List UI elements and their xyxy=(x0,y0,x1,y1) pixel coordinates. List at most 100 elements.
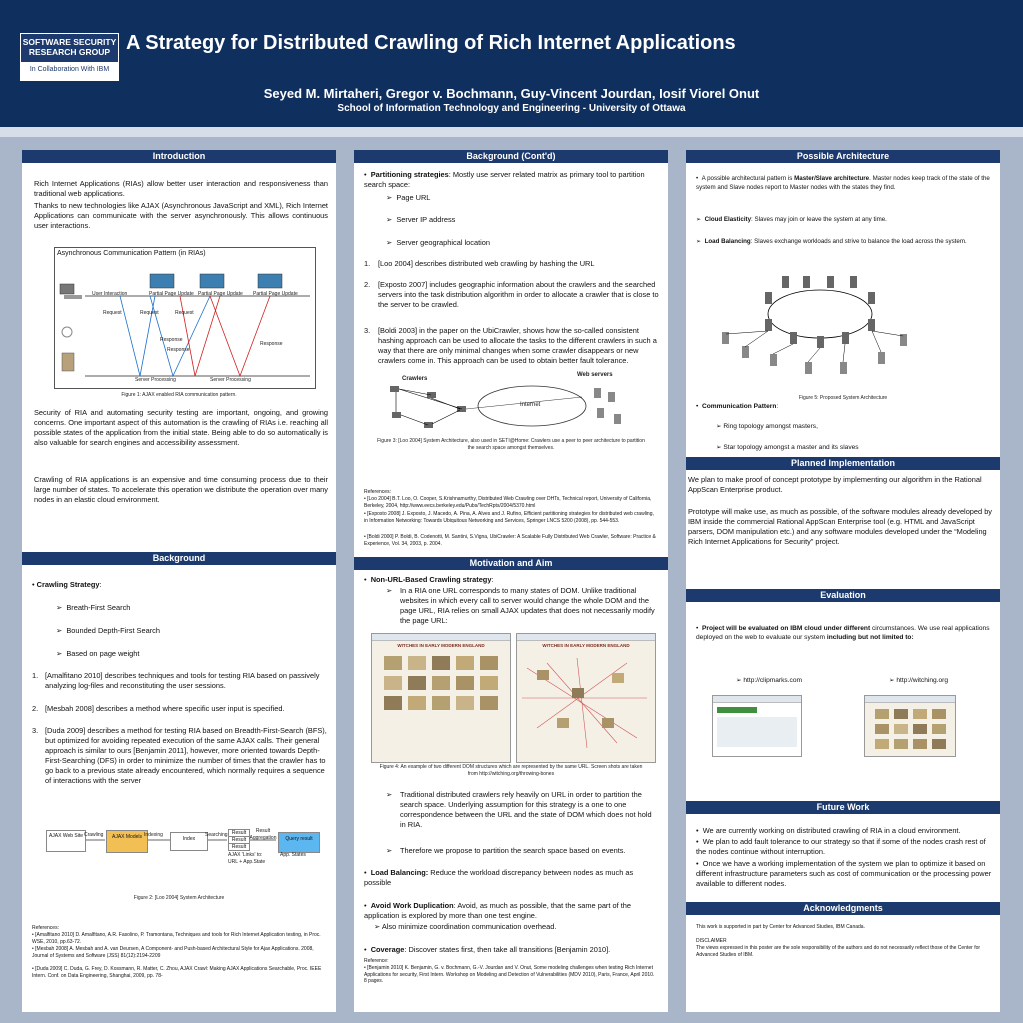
arch-bullet-2: ➢ Cloud Elasticity: Slaves may join or l… xyxy=(696,216,887,223)
background-bullet: • Crawling Strategy: xyxy=(32,580,102,589)
evaluation-b-label: Project will be evaluated on IBM cloud u… xyxy=(701,625,871,632)
fig2-index: Index xyxy=(170,832,208,851)
fig2-result-3: Result xyxy=(228,843,250,851)
fig1-label-ppu-3: Partial Page Update xyxy=(253,291,298,297)
bgcont-sub-1: ➢ Page URL xyxy=(386,193,431,202)
arch-bullet-1: • A possible architectural pattern is Ma… xyxy=(696,175,990,191)
motivation-b2-label: Load Balancing: xyxy=(370,868,429,877)
future-heading: Future Work xyxy=(686,801,1000,814)
crawling-strategy-label: Crawling Strategy xyxy=(36,580,100,589)
shot2-toolbar xyxy=(517,634,655,641)
arch-b3-text: : Slaves exchange workloads and strive t… xyxy=(750,238,967,245)
fig1-label-response-3: Response xyxy=(260,341,283,347)
bgcont-sub-3: ➢ Server geographical location xyxy=(386,238,490,247)
arch-sub-1-text: Ring topology amongst masters, xyxy=(723,423,818,430)
fig1-label-ppu-2: Partial Page Update xyxy=(198,291,243,297)
fig3-diagram xyxy=(390,385,621,428)
ssrg-logo: SOFTWARE SECURITY RESEARCH GROUP In Coll… xyxy=(20,33,119,81)
poster-header: SOFTWARE SECURITY RESEARCH GROUP In Coll… xyxy=(0,0,1023,127)
evaluation-b-mid: circumstances. We use real applications … xyxy=(696,625,990,641)
clip-toolbar xyxy=(713,696,801,703)
motivation-bullet-2: • Load Balancing: Reduce the workload di… xyxy=(364,868,634,887)
bg-ref-2-text: [Mesbah 2008] A. Mesbah and A. van Deurs… xyxy=(32,946,314,959)
future-item-1: • We are currently working on distribute… xyxy=(696,826,961,835)
figure-5-diagram xyxy=(722,276,907,374)
future-item-3-text: Once we have a working implementation of… xyxy=(696,859,992,888)
fig1-label-response-1: Response xyxy=(160,337,183,343)
bgcont-sub-3-text: Server geographical location xyxy=(396,238,490,247)
bgcont-sub-2: ➢ Server IP address xyxy=(386,215,456,224)
fig2-searching-label: Searching xyxy=(205,832,228,838)
fig1-diagram xyxy=(59,273,310,378)
fig1-label-server-2: Server Processing xyxy=(210,377,251,383)
arch-b2-label: Cloud Elasticity xyxy=(704,216,752,223)
fig2-query-result: Query result xyxy=(278,832,320,853)
logo-line1: SOFTWARE SECURITY RESEARCH GROUP xyxy=(21,34,118,62)
fig1-label-request-2: Request xyxy=(140,310,159,316)
bg-ref-3-text: [Duda 2009] C. Duda, G. Frey, D. Kossman… xyxy=(32,966,322,979)
bg-item-2-num: 2. xyxy=(32,704,39,713)
bgcont-ref-1-text: [Loo 2004] B.T. Loo, O. Cooper, S.Krishn… xyxy=(364,496,652,509)
bg-sub-1: ➢ Breath-First Search xyxy=(56,603,131,612)
eval-site-2: ➢ http://witching.org xyxy=(889,677,949,684)
planned-heading: Planned Implementation xyxy=(686,457,1000,470)
ack-p1: This work is supported in part by Center… xyxy=(696,924,865,930)
motivation-ref: • [Benjamin 2010] K. Benjamin, G. v. Boc… xyxy=(364,965,655,985)
future-item-1-text: We are currently working on distributed … xyxy=(702,826,961,835)
motivation-sub2: Traditional distributed crawlers rely he… xyxy=(400,790,652,829)
shot2-graph xyxy=(522,657,647,749)
fig2-crawling-label: Crawling xyxy=(84,832,104,838)
motivation-sub3-arrow: ➢ xyxy=(386,846,393,855)
dom-screenshot-2: WITCHES IN EARLY MODERN ENGLAND xyxy=(516,633,656,763)
bgcont-item-2: [Exposto 2007] includes geographic infor… xyxy=(378,280,659,309)
bg-sub-2-text: Bounded Depth-First Search xyxy=(66,626,160,635)
fig1-label-server-1: Server Processing xyxy=(135,377,176,383)
evaluation-heading: Evaluation xyxy=(686,589,1000,602)
eval-site-1: ➢ http://clipmarks.com xyxy=(736,677,802,684)
fig2-caption: Figure 2: [Loo 2004] System Architecture xyxy=(133,895,225,901)
fig2-app-states-label: App. States xyxy=(280,852,306,858)
authors: Seyed M. Mirtaheri, Gregor v. Bochmann, … xyxy=(263,86,760,101)
motivation-b4-label: Coverage xyxy=(370,945,405,954)
header-divider xyxy=(0,127,1023,137)
bgcont-item-1: [Loo 2004] describes distributed web cra… xyxy=(378,259,595,268)
bgcont-item-1-num: 1. xyxy=(364,259,371,268)
crawling-strategy-colon: : xyxy=(99,580,102,589)
bgcont-ref-3: • [Boldi 2000] P. Boldi, B. Codenotti, M… xyxy=(364,534,656,547)
fig3-internet-label: Internet xyxy=(520,402,541,408)
evaluation-bullet: • Project will be evaluated on IBM cloud… xyxy=(696,625,990,641)
motivation-b3-sub: Also minimize coordination communication… xyxy=(381,922,557,931)
motivation-b1-arrow: ➢ xyxy=(386,586,393,595)
bg-refs-heading: References: xyxy=(32,925,59,931)
bgcont-ref-3-text: [Boldi 2000] P. Boldi, B. Codenotti, M. … xyxy=(364,534,656,547)
logo-line2: In Collaboration With IBM xyxy=(29,66,110,73)
witching-screenshot xyxy=(864,695,956,757)
motivation-b4-text: : Discover states first, then take all t… xyxy=(404,945,611,954)
bg-ref-1-text: [Amalfitano 2010] D. Amalfitano, A.R. Fa… xyxy=(32,932,321,945)
shot1-toolbar xyxy=(372,634,510,641)
arch-b4-colon: : xyxy=(776,403,779,410)
motivation-b1-sub: In a RIA one URL corresponds to many sta… xyxy=(400,586,655,625)
ack-disclaimer-title: DISCLAIMER xyxy=(696,938,727,944)
column-2: Background (Cont'd) • Partitioning strat… xyxy=(354,150,668,1012)
motivation-b1-label: Non-URL-Based Crawling strategy xyxy=(370,575,492,584)
clip-logo xyxy=(717,707,757,713)
motivation-b1-colon: : xyxy=(491,575,494,584)
arch-b3-label: Load Balancing xyxy=(704,238,751,245)
clipmarks-screenshot xyxy=(712,695,802,757)
arch-b4-label: Communication Pattern xyxy=(701,403,777,410)
intro-p3: Security of RIA and automating security … xyxy=(34,408,328,447)
column-3: Possible Architecture • A possible archi… xyxy=(686,150,1000,1012)
bgcont-sub-1-text: Page URL xyxy=(396,193,431,202)
arch-b1-post: . Master nodes keep track of the state o… xyxy=(696,175,990,191)
motivation-bullet-3: • Avoid Work Duplication: Avoid, as much… xyxy=(364,901,631,920)
fig3-caption: Figure 3: [Loo 2004] System Architecture… xyxy=(377,438,645,451)
dom-screenshot-1: WITCHES IN EARLY MODERN ENGLAND xyxy=(371,633,511,763)
fig1-label-request-1: Request xyxy=(103,310,122,316)
witch-toolbar xyxy=(865,696,955,703)
planned-p2: Prototype will make use, as much as poss… xyxy=(688,507,992,546)
motivation-bullet-1: • Non-URL-Based Crawling strategy: xyxy=(364,575,494,584)
motivation-refs-heading: Reference: xyxy=(364,958,389,964)
architecture-heading: Possible Architecture xyxy=(686,150,1000,163)
bg-sub-3: ➢ Based on page weight xyxy=(56,649,140,658)
